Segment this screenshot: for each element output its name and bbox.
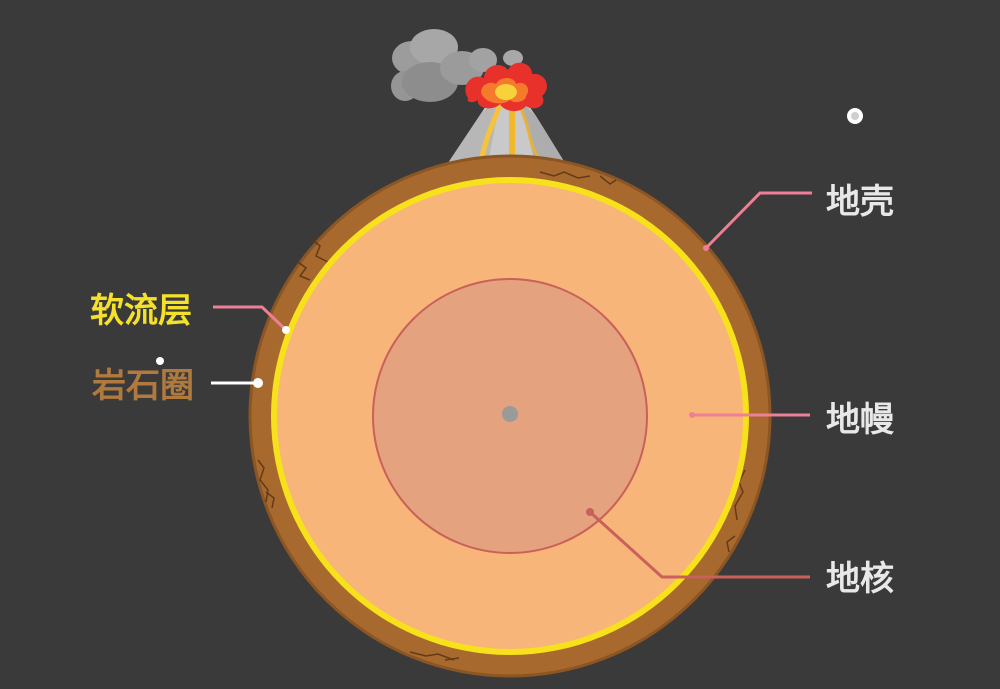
smoke-icon [391,29,523,102]
eruption-icon [465,62,547,112]
background-dot [851,112,859,120]
label-core: 地核 [826,559,894,599]
background-dot [156,357,164,365]
label-mantle: 地幔 [826,400,894,440]
leader-crust [703,191,812,251]
label-crust: 地壳 [826,182,894,222]
label-asthenosphere: 软流层 [90,291,192,331]
center-point [502,406,518,422]
leader-asthenosphere [213,305,290,334]
leader-mantle [689,412,810,418]
leader-core [586,508,810,579]
leader-lithosphere [211,378,263,388]
label-lithosphere: 岩石圈 [91,366,194,406]
volcano-icon [391,29,565,164]
